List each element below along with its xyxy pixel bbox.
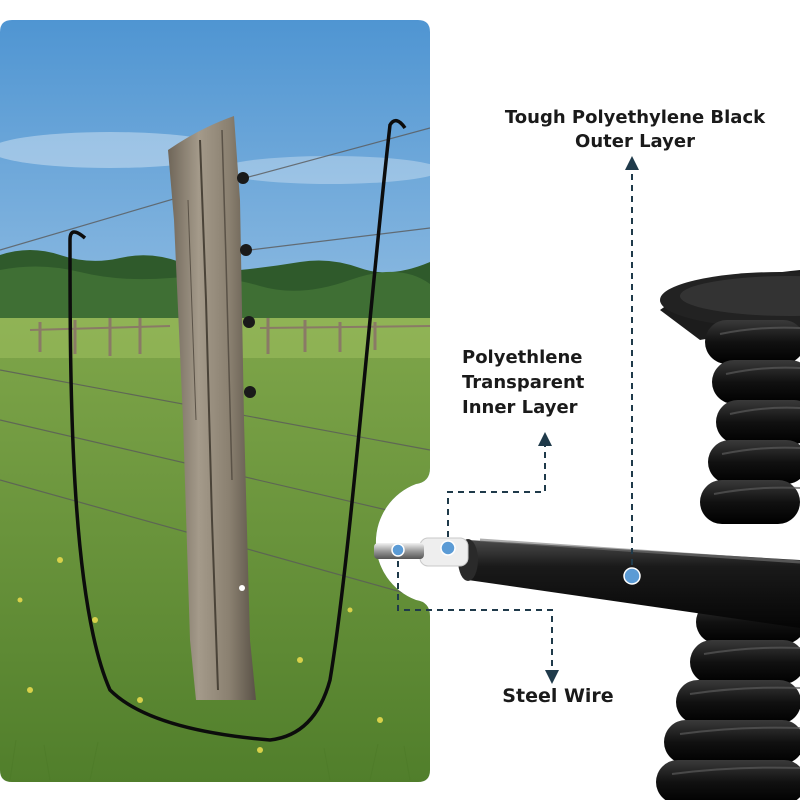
guide-lines	[397, 170, 633, 670]
arrow-steel-wire	[545, 670, 559, 684]
label-inner-layer-line-3: Inner Layer	[462, 397, 578, 418]
cable-coil	[656, 270, 800, 800]
guide-inner-layer	[447, 446, 546, 548]
marker-outer-layer	[623, 567, 641, 585]
marker-steel-wire	[391, 543, 405, 557]
fence-photo	[0, 20, 430, 782]
label-inner-layer-line-2: Transparent	[462, 372, 585, 393]
guide-steel-wire	[397, 550, 553, 670]
arrow-outer-layer	[625, 156, 639, 170]
label-outer-layer: Tough Polyethylene Black Outer Layer	[480, 106, 790, 154]
label-outer-layer-line-2: Outer Layer	[575, 131, 695, 152]
label-inner-layer: Polyethlene Transparent Inner Layer	[462, 345, 624, 420]
label-steel-wire: Steel Wire	[502, 685, 614, 707]
label-inner-layer-line-1: Polyethlene	[462, 347, 583, 368]
arrow-inner-layer	[538, 432, 552, 446]
label-outer-layer-line-1: Tough Polyethylene Black	[504, 107, 766, 128]
cable-cross-section	[374, 537, 800, 628]
marker-inner-layer	[440, 540, 456, 556]
